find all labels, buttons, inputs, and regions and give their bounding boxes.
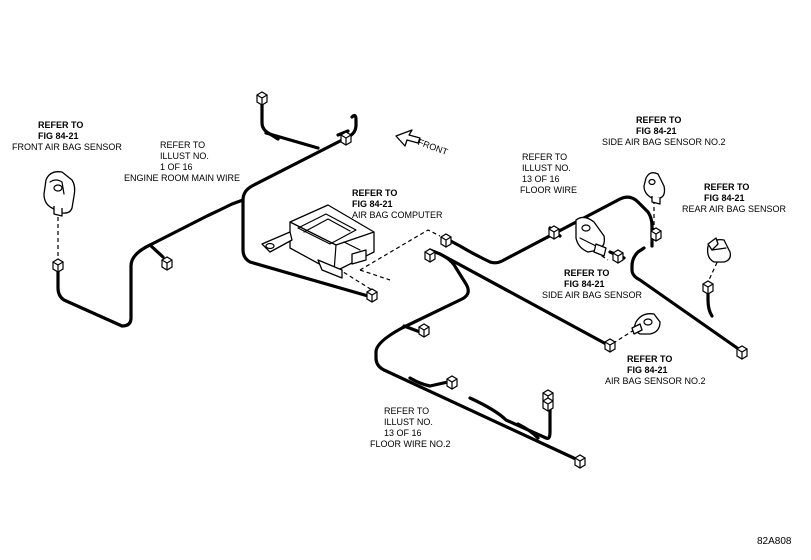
label-fig: FIG 84-21 [38,131,79,141]
label-desc: FLOOR WIRE NO.2 [370,439,451,449]
connector [604,338,616,353]
connector [736,345,748,360]
label-page: 1 OF 16 [160,162,193,172]
label-desc: SIDE AIR BAG SENSOR NO.2 [602,137,726,147]
side-air-bag-sensor-no2 [643,172,666,205]
connector [256,91,268,106]
label-illust: ILLUST NO. [384,417,433,427]
label-desc: AIR BAG SENSOR NO.2 [605,376,706,386]
label-fig: FIG 84-21 [627,365,668,375]
connector [366,288,378,303]
label-refer: REFER TO [38,120,84,130]
connector [542,397,554,412]
side-air-bag-sensor-no2-label: REFER TO FIG 84-21 SIDE AIR BAG SENSOR N… [602,115,726,148]
connector [52,258,64,273]
connector [161,256,173,271]
label-fig: FIG 84-21 [564,279,605,289]
connector [418,323,430,338]
floor-wire-no2-label: REFER TO ILLUST NO. 13 OF 16 FLOOR WIRE … [370,406,451,450]
label-refer: REFER TO [352,188,398,198]
label-refer: REFER TO [636,115,682,125]
label-refer: REFER TO [384,406,430,416]
rear-air-bag-sensor-label: REFER TO FIG 84-21 REAR AIR BAG SENSOR [682,182,786,215]
side-air-bag-sensor [575,216,607,257]
air-bag-sensor-no2 [631,313,661,335]
connector [702,280,714,295]
air-bag-computer-label: REFER TO FIG 84-21 AIR BAG COMPUTER [352,188,443,221]
label-refer: REFER TO [522,152,568,162]
label-desc: REAR AIR BAG SENSOR [682,204,787,214]
label-page: 13 OF 16 [384,428,422,438]
label-fig: FIG 84-21 [636,126,677,136]
label-page: 13 OF 16 [522,174,560,184]
connectors [52,91,748,469]
connector [612,249,624,264]
front-air-bag-sensor-label: REFER TO FIG 84-21 FRONT AIR BAG SENSOR [12,120,122,153]
label-refer: REFER TO [564,268,610,278]
label-desc: SIDE AIR BAG SENSOR [542,290,643,300]
label-illust: ILLUST NO. [160,151,209,161]
connector [650,227,662,242]
connector [440,233,452,248]
engine-room-main-wire [56,101,370,328]
label-desc: FLOOR WIRE [520,185,578,195]
label-desc: FRONT AIR BAG SENSOR [12,142,122,152]
figure-code: 82A808 [757,536,792,547]
engine-room-main-wire-label: REFER TO ILLUST NO. 1 OF 16 ENGINE ROOM … [124,140,240,184]
label-desc: AIR BAG COMPUTER [352,210,443,220]
connector [548,225,560,240]
label-illust: ILLUST NO. [522,163,571,173]
side-air-bag-sensor-label: REFER TO FIG 84-21 SIDE AIR BAG SENSOR [542,268,642,301]
connector [424,248,436,263]
floor-wire-label: REFER TO ILLUST NO. 13 OF 16 FLOOR WIRE [520,152,577,196]
label-refer: REFER TO [160,140,206,150]
label-fig: FIG 84-21 [704,193,745,203]
label-desc: ENGINE ROOM MAIN WIRE [124,173,241,183]
connector [446,375,458,390]
connector [340,131,352,146]
front-air-bag-sensor [43,171,76,217]
label-fig: FIG 84-21 [352,199,393,209]
label-refer: REFER TO [627,354,673,364]
front-arrow-icon [395,129,421,147]
rear-air-bag-sensor [706,237,732,263]
air-bag-sensor-no2-label: REFER TO FIG 84-21 AIR BAG SENSOR NO.2 [605,354,706,387]
label-refer: REFER TO [704,182,750,192]
air-bag-computer [261,204,375,279]
connector [574,454,586,469]
